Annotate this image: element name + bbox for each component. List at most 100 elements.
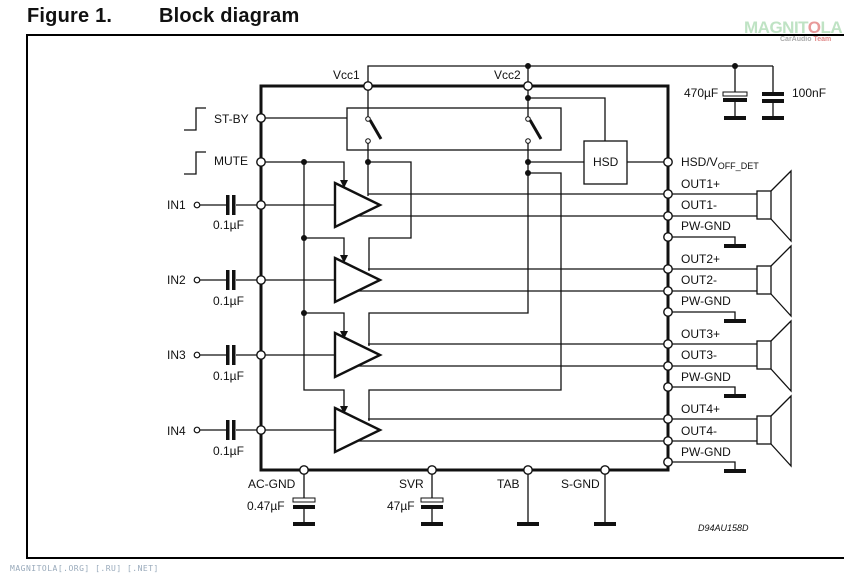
mute-arrow-icon [340,255,348,263]
pwgnd-lead [672,236,736,244]
junction-dot [525,170,531,176]
hsd-supply [528,97,606,141]
pin-circle [663,211,673,221]
speaker-icon [756,340,772,370]
cap-plate [762,99,784,103]
input-cap-label-3: 0.1µF [213,369,244,383]
hsd-pin-label: HSD/VOFF_DET [681,155,759,171]
pin-circle [256,200,266,210]
mute-arrow-icon [340,180,348,188]
acgnd-cap-label: 0.47µF [247,499,285,513]
mute-arrow-icon [340,406,348,414]
input-cap-label-1: 0.1µF [213,218,244,232]
input-terminal [193,426,201,434]
vcc2-label: Vcc2 [494,68,521,82]
amp3-supply [368,162,529,346]
junction-dot [732,63,738,69]
ground-icon [594,522,616,526]
mute-branch [304,237,345,255]
pin-circle [256,157,266,167]
out3-minus-label: OUT3- [681,348,717,362]
mute-arrow-icon [340,331,348,339]
svr-cap-label: 47µF [387,499,415,513]
mute-line [265,161,345,180]
input-label-2: IN2 [167,273,186,287]
pin-circle [663,339,673,349]
mute-label: MUTE [214,154,248,168]
input-cap-plate [226,270,230,290]
mute-step-icon [184,151,206,175]
figure-number: Figure 1. [27,5,113,27]
ground-icon [293,522,315,526]
cap-plate [421,505,443,509]
speaker-cone-icon [770,169,792,243]
cap-plate [723,98,747,102]
input-cap-plate [232,345,236,365]
footer-watermark: MAGNITOLA[.ORG] [.RU] [.NET] [10,564,159,573]
electrolytic-cap-plate [292,497,316,503]
input-cap-label-2: 0.1µF [213,294,244,308]
ground-icon [724,116,746,120]
ground-icon [724,394,746,398]
junction-dot [525,63,531,69]
electrolytic-cap-plate [420,497,444,503]
pin-circle [256,350,266,360]
junction-dot [301,310,307,316]
amplifier-icon [333,406,383,454]
switch-blade-icon [528,119,543,140]
pin-circle [299,465,309,475]
pin-circle [256,275,266,285]
pin-circle [427,465,437,475]
speaker-icon [756,415,772,445]
input-terminal [193,351,201,359]
out3-gnd-label: PW-GND [681,370,731,384]
amplifier-icon [333,256,383,304]
out2-plus-label: OUT2+ [681,252,720,266]
input-label-1: IN1 [167,198,186,212]
hsd-block [583,140,628,185]
pin-circle [256,425,266,435]
amp2-supply [368,161,412,271]
input-cap-plate [232,195,236,215]
input-cap-plate [226,195,230,215]
mute-branch [304,312,345,331]
acgnd-label: AC-GND [248,477,296,491]
pin-circle [663,382,673,392]
out4-plus-label: OUT4+ [681,402,720,416]
switch-contact [365,138,371,144]
pin-circle [663,414,673,424]
stby-step-icon [184,107,206,131]
input-terminal [193,276,201,284]
svr-label: SVR [399,477,424,491]
pin-circle [663,157,673,167]
input-cap-plate [226,420,230,440]
ground-icon [762,116,784,120]
input-cap-plate [232,270,236,290]
pin-circle [523,81,533,91]
hsd-block-label: HSD [593,155,619,169]
watermark-logo: MAGNITOLA CarAudio Team [744,18,843,43]
stby-label: ST-BY [214,112,249,126]
input-label-3: IN3 [167,348,186,362]
supply-cap-100n-label: 100nF [792,86,826,100]
pwgnd-lead [672,461,736,469]
pin-circle [663,457,673,467]
speaker-icon [756,190,772,220]
ground-icon [421,522,443,526]
pin-circle [663,286,673,296]
pin-circle [600,465,610,475]
pin-circle [663,232,673,242]
pin-circle [663,361,673,371]
out2-minus-label: OUT2- [681,273,717,287]
out2-gnd-label: PW-GND [681,294,731,308]
switch-blade-icon [368,119,383,140]
junction-dot [301,235,307,241]
ground-icon [724,244,746,248]
switch-contact [525,138,531,144]
switch-contact [525,116,531,122]
out1-minus-label: OUT1- [681,198,717,212]
amp4-supply [368,172,562,421]
pin-circle [663,307,673,317]
standby-switch-box [346,107,562,151]
